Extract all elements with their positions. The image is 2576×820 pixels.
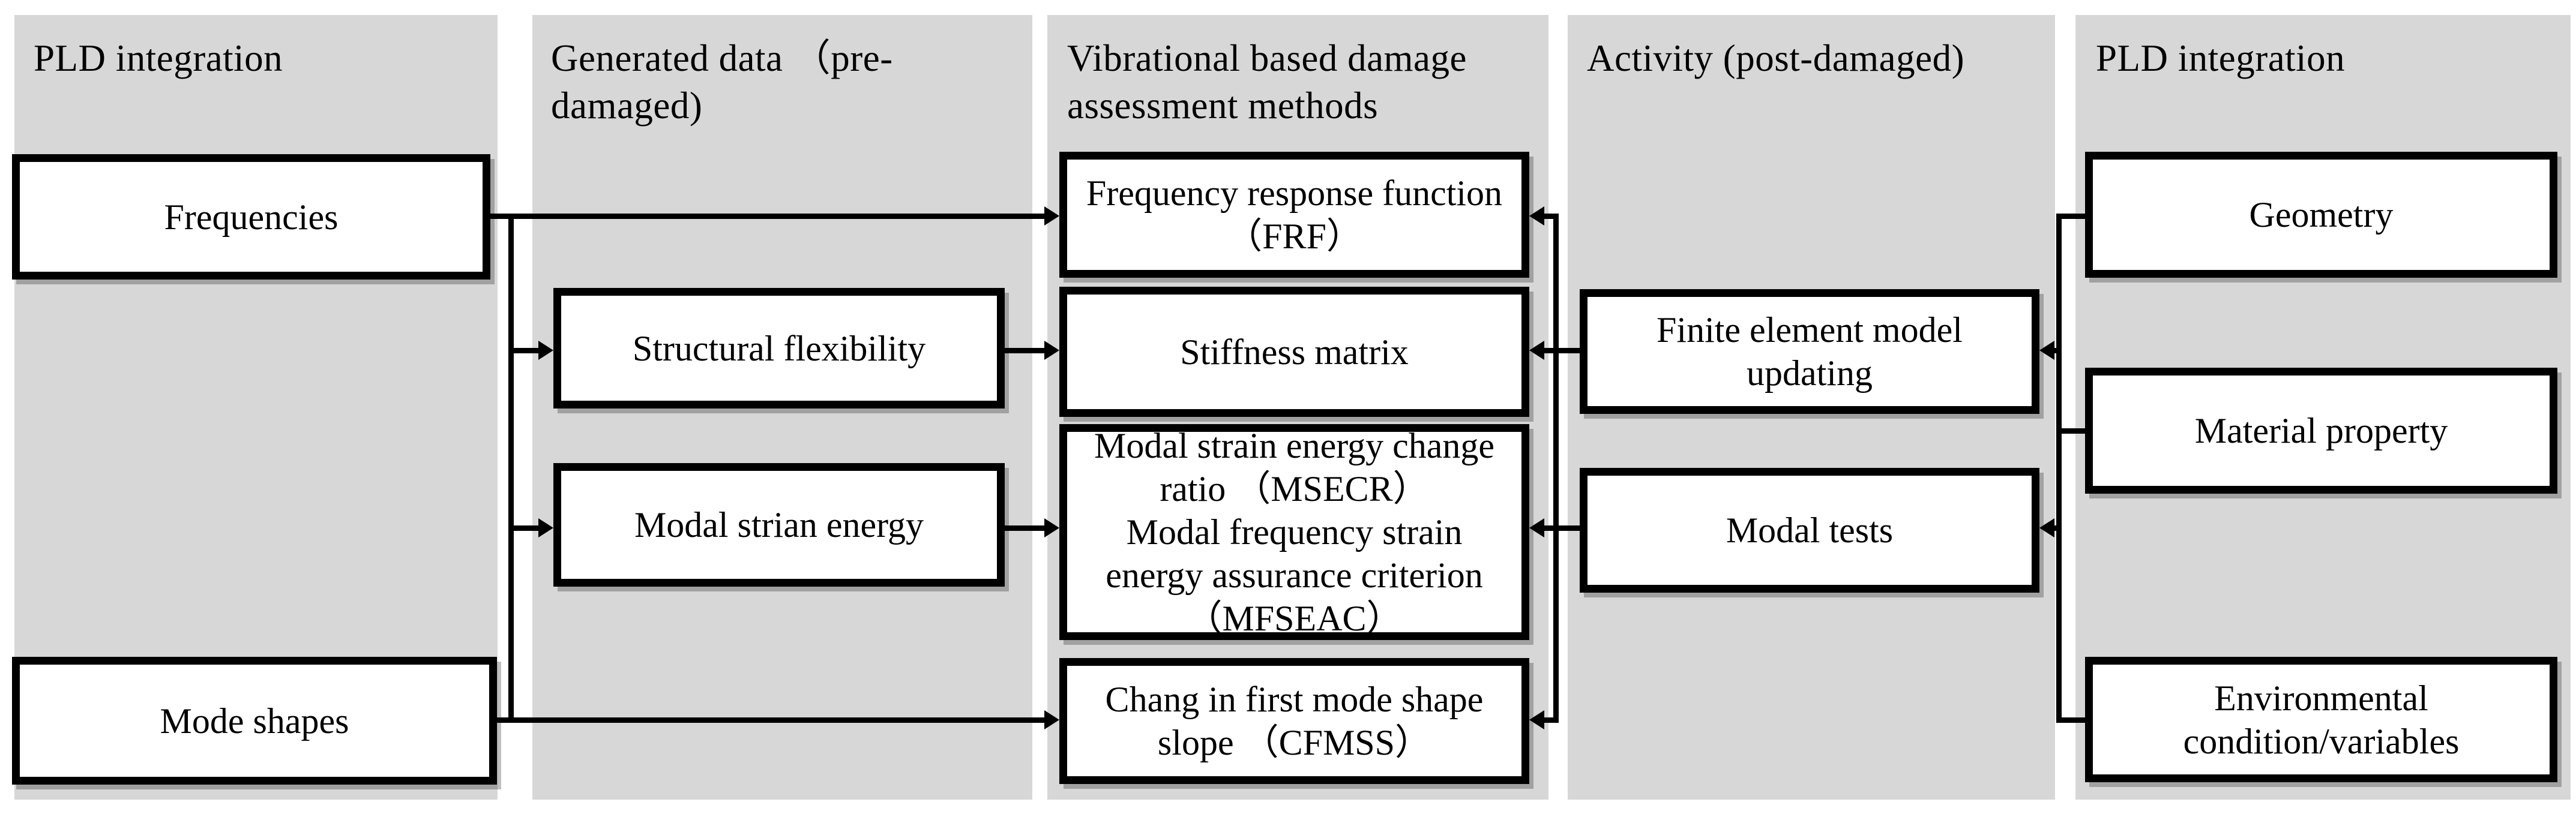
box-stiffness-matrix-label: Stiffness matrix (1180, 332, 1409, 372)
arrowhead-into-msecr-right (1529, 518, 1544, 537)
connector-environmental-stub (2059, 717, 2085, 723)
connector-strain-energy-to-msecr (1005, 525, 1047, 531)
box-frequencies: Frequencies (12, 154, 490, 280)
box-modal-strain-energy-label: Modal strian energy (634, 505, 924, 545)
box-cfmss-label: Chang in first mode shape slope （CFMSS） (1105, 680, 1484, 762)
box-frequencies-label: Frequencies (164, 197, 339, 237)
connector-trunk-left (508, 214, 514, 723)
connector-geometry-stub (2059, 214, 2085, 219)
arrowhead-into-modal-tests (2039, 518, 2054, 537)
connector-trunk-to-frf (1544, 214, 1559, 219)
box-msecr-line: Modal strain energy change ratio （MSECR） (1094, 426, 1494, 509)
box-structural-flexibility-label: Structural flexibility (632, 328, 926, 368)
connector-fem-to-stiffness (1544, 348, 1580, 353)
arrowhead-into-flexibility (538, 341, 553, 360)
box-material-property-label: Material property (2194, 411, 2448, 450)
connector-frequencies-to-frf (490, 214, 1047, 219)
box-structural-flexibility: Structural flexibility (553, 288, 1005, 409)
box-fem-updating-label: Finite element model updating (1657, 310, 1963, 393)
arrowhead-into-cfmss-left (1044, 710, 1059, 729)
connector-flexibility-to-stiffness (1005, 348, 1047, 353)
box-stiffness-matrix: Stiffness matrix (1059, 287, 1529, 417)
box-cfmss: Chang in first mode shape slope （CFMSS） (1059, 658, 1529, 784)
arrowhead-into-stiffness-right (1529, 341, 1544, 360)
arrowhead-into-msecr-left (1044, 518, 1059, 537)
connector-trunk-to-strain-energy (508, 525, 540, 531)
box-mode-shapes-label: Mode shapes (160, 701, 349, 741)
arrowhead-into-stiffness-left (1044, 341, 1059, 360)
connector-trunk-to-flexibility (508, 348, 540, 353)
box-mode-shapes: Mode shapes (12, 657, 497, 785)
connector-trunk-to-fem (2054, 348, 2062, 353)
header-pld-integration-right: PLD integration (2096, 37, 2346, 79)
header-pld-integration-left: PLD integration (34, 37, 283, 79)
box-environmental-condition: Environmental condition/variables (2085, 657, 2557, 782)
box-frf-label: Frequency response function （FRF） (1086, 173, 1503, 256)
connector-material-stub (2059, 428, 2085, 434)
arrowhead-into-strain-energy (538, 518, 553, 537)
header-assessment-methods: Vibrational based damage assessment meth… (1067, 37, 1467, 127)
arrowhead-into-cfmss-right (1529, 710, 1544, 729)
connector-trunk-to-tests (2054, 525, 2062, 531)
connector-trunk-to-cfmss (1544, 717, 1559, 723)
connector-mode-shapes-to-cfmss (497, 717, 1047, 723)
header-activity-post-damaged: Activity (post-damaged) (1587, 37, 1965, 79)
box-material-property: Material property (2085, 368, 2557, 494)
box-fem-updating: Finite element model updating (1580, 289, 2039, 414)
arrowhead-into-frf-right (1529, 206, 1544, 226)
connector-tests-to-msecr (1544, 525, 1580, 531)
header-generated-data: Generated data （pre-damaged) (551, 37, 893, 127)
arrowhead-into-frf-left (1044, 206, 1059, 226)
box-frf: Frequency response function （FRF） (1059, 152, 1529, 278)
box-msecr-mfseac: Modal strain energy change ratio （MSECR）… (1059, 424, 1529, 640)
box-modal-strain-energy: Modal strian energy (553, 463, 1005, 587)
arrowhead-into-fem-updating (2039, 341, 2054, 360)
box-mfseac-line: Modal frequency strain energy assurance … (1106, 512, 1483, 638)
connector-trunk-right (2056, 214, 2062, 723)
box-modal-tests-label: Modal tests (1726, 510, 1894, 550)
box-geometry: Geometry (2085, 152, 2557, 278)
box-geometry-label: Geometry (2249, 195, 2394, 235)
box-modal-tests: Modal tests (1580, 468, 2039, 593)
box-environmental-condition-label: Environmental condition/variables (2183, 678, 2460, 761)
connector-trunk-middle (1553, 214, 1559, 723)
